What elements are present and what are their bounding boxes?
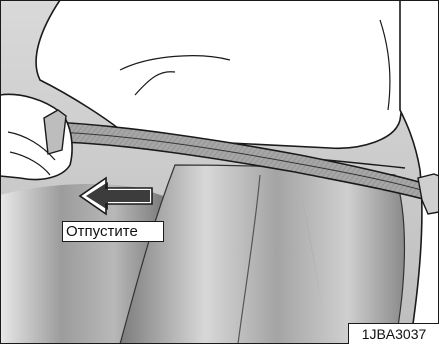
figure-code: 1JBA3037 bbox=[348, 323, 439, 344]
release-label: Отпустите bbox=[62, 221, 164, 242]
latch-plate bbox=[44, 110, 66, 154]
